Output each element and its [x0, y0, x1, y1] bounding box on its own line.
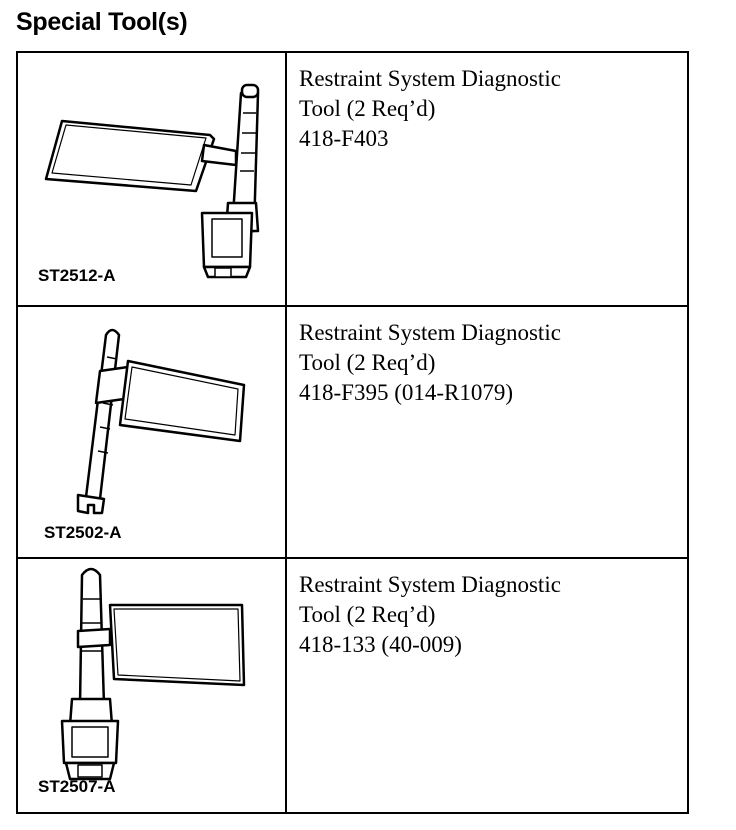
- tool-illustration-cell: ST2507-A: [18, 559, 287, 812]
- tool-code: ST2502-A: [44, 523, 122, 542]
- tool-illustration-cell: ST2512-A: [18, 53, 287, 307]
- tool-part-number: 418-F395 (014-R1079): [299, 380, 514, 405]
- tool-description-cell: Restraint System Diagnostic Tool (2 Req’…: [287, 307, 687, 559]
- tool-name-line1: Restraint System Diagnostic: [299, 66, 561, 91]
- tool-name-line1: Restraint System Diagnostic: [299, 320, 561, 345]
- tool-name-line2: Tool (2 Req’d): [299, 602, 436, 627]
- tool-part-number: 418-F403: [299, 126, 389, 151]
- special-tools-table: ST2512-A Restraint System Diagnostic Too…: [16, 51, 689, 814]
- diagnostic-connector-angled-icon: [76, 328, 246, 515]
- tool-description-cell: Restraint System Diagnostic Tool (2 Req’…: [287, 559, 687, 812]
- diagnostic-connector-upright-icon: [44, 83, 260, 279]
- tool-name-line1: Restraint System Diagnostic: [299, 572, 561, 597]
- tool-code: ST2507-A: [38, 777, 116, 796]
- tool-code: ST2512-A: [38, 266, 116, 285]
- tool-name-line2: Tool (2 Req’d): [299, 96, 436, 121]
- page-title: Special Tool(s): [16, 8, 188, 36]
- tool-description-cell: Restraint System Diagnostic Tool (2 Req’…: [287, 53, 687, 307]
- tool-name-line2: Tool (2 Req’d): [299, 350, 436, 375]
- tool-illustration-cell: ST2502-A: [18, 307, 287, 559]
- tool-part-number: 418-133 (40-009): [299, 632, 462, 657]
- diagnostic-connector-plug-icon: [60, 567, 246, 781]
